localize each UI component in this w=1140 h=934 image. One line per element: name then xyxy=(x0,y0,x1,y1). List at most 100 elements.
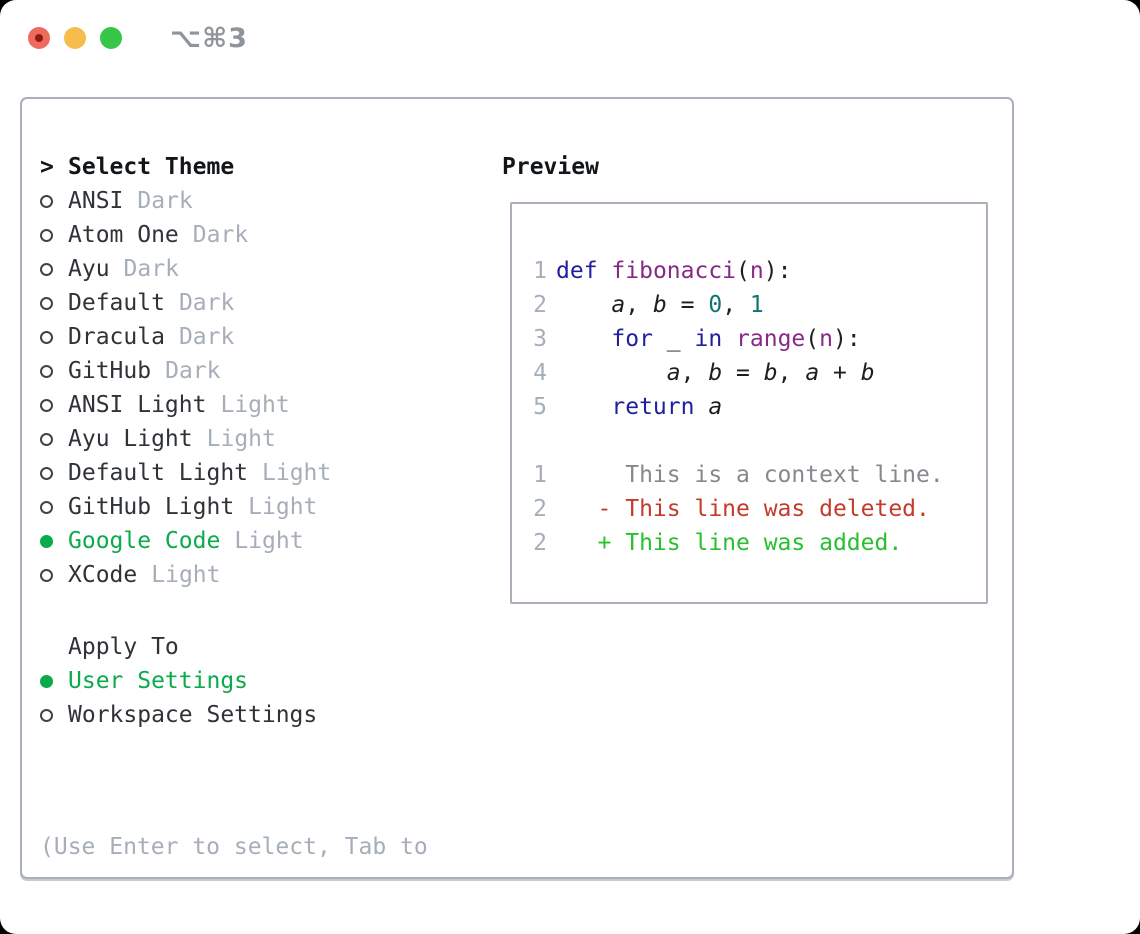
radio-icon xyxy=(40,708,68,722)
option-label: Google Code xyxy=(68,528,221,554)
theme-variant-label: Light xyxy=(206,426,276,452)
code-token: 0 xyxy=(708,292,723,318)
code-token: _ xyxy=(652,326,695,352)
option-label: GitHub Light xyxy=(68,494,235,520)
option-label: Default Light xyxy=(68,460,249,486)
radio-icon xyxy=(40,500,68,514)
option-label: Dracula xyxy=(68,324,165,350)
radio-icon xyxy=(40,330,68,344)
code-token xyxy=(556,292,611,318)
code-token: b xyxy=(708,360,723,386)
line-number: 1 xyxy=(533,258,547,284)
option-label: Ayu Light xyxy=(68,426,193,452)
code-token: fibonacci xyxy=(611,258,737,284)
code-token: ( xyxy=(736,258,750,284)
code-token: b xyxy=(763,360,778,386)
line-number: 4 xyxy=(533,360,547,386)
theme-variant-label: Dark xyxy=(165,358,221,384)
code-token: a xyxy=(805,360,820,386)
theme-variant-label: Light xyxy=(234,528,304,554)
line-number: 3 xyxy=(533,326,547,352)
code-token: def xyxy=(556,258,598,284)
code-text: a, b = 0, 1 xyxy=(556,292,764,318)
theme-variant-label: Light xyxy=(220,392,290,418)
theme-option-github[interactable]: GitHub Dark xyxy=(40,354,331,388)
preview-title: Preview xyxy=(502,154,599,180)
radio-icon xyxy=(40,398,68,412)
code-token: = xyxy=(666,292,709,318)
code-token xyxy=(722,326,736,352)
radio-icon xyxy=(40,262,68,276)
diff-text: + This line was added. xyxy=(556,530,903,556)
radio-selected-icon xyxy=(40,674,68,688)
option-label: ANSI xyxy=(68,188,124,214)
apply-option-user-settings[interactable]: User Settings xyxy=(40,664,331,698)
code-token: , xyxy=(680,360,709,386)
code-token xyxy=(598,258,612,284)
code-token: for xyxy=(611,326,653,352)
radio-icon xyxy=(40,296,68,310)
option-label: GitHub xyxy=(68,358,152,384)
code-token: ): xyxy=(763,258,792,284)
line-number: 5 xyxy=(533,394,547,420)
diff-text: - This line was deleted. xyxy=(556,496,930,522)
theme-option-ayu-light[interactable]: Ayu Light Light xyxy=(40,422,331,456)
line-number: 2 xyxy=(533,496,547,522)
code-text: for _ in range(n): xyxy=(556,326,861,352)
spacer xyxy=(40,592,331,630)
theme-variant-label: Light xyxy=(248,494,318,520)
code-token xyxy=(556,394,611,420)
radio-icon xyxy=(40,432,68,446)
apply-option-workspace-settings[interactable]: Workspace Settings xyxy=(40,698,331,732)
code-token xyxy=(556,360,667,386)
code-token xyxy=(556,326,611,352)
code-token: range xyxy=(736,326,806,352)
line-number: 1 xyxy=(533,462,547,488)
code-token: b xyxy=(860,360,875,386)
option-label: ANSI Light xyxy=(68,392,207,418)
close-button[interactable] xyxy=(28,27,50,49)
radio-icon xyxy=(40,568,68,582)
code-token: ): xyxy=(833,326,861,352)
option-label: Default xyxy=(68,290,165,316)
code-text: return a xyxy=(556,394,722,420)
zoom-button[interactable] xyxy=(100,27,122,49)
theme-variant-label: Dark xyxy=(178,324,235,350)
code-token: return xyxy=(611,394,695,420)
option-label: User Settings xyxy=(68,668,249,694)
theme-variant-label: Dark xyxy=(192,222,249,248)
caret-icon: > xyxy=(40,154,54,180)
apply-to-header: Apply To xyxy=(40,630,331,664)
theme-option-ansi-light[interactable]: ANSI Light Light xyxy=(40,388,331,422)
theme-variant-label: Light xyxy=(151,562,221,588)
code-token: 1 xyxy=(749,292,764,318)
option-label: Workspace Settings xyxy=(68,702,318,728)
code-line: 2 a, b = 0, 1 xyxy=(532,288,978,322)
titlebar: ⌥⌘3 xyxy=(28,23,248,54)
theme-option-ansi[interactable]: ANSI Dark xyxy=(40,184,331,218)
select-theme-header: > Select Theme xyxy=(40,150,331,184)
code-token: in xyxy=(694,326,723,352)
code-token: , xyxy=(625,292,653,318)
code-token: + xyxy=(819,360,861,386)
theme-option-google-code[interactable]: Google Code Light xyxy=(40,524,331,558)
code-token: a xyxy=(611,292,626,318)
code-token xyxy=(694,394,708,420)
code-token: , xyxy=(722,292,750,318)
theme-option-dracula[interactable]: Dracula Dark xyxy=(40,320,331,354)
minimize-button[interactable] xyxy=(64,27,86,49)
diff-line-context: 1 This is a context line. xyxy=(532,458,978,492)
theme-option-github-light[interactable]: GitHub Light Light xyxy=(40,490,331,524)
theme-variant-label: Dark xyxy=(137,188,193,214)
keyboard-hint: (Use Enter to select, Tab to change focu… xyxy=(40,762,428,934)
